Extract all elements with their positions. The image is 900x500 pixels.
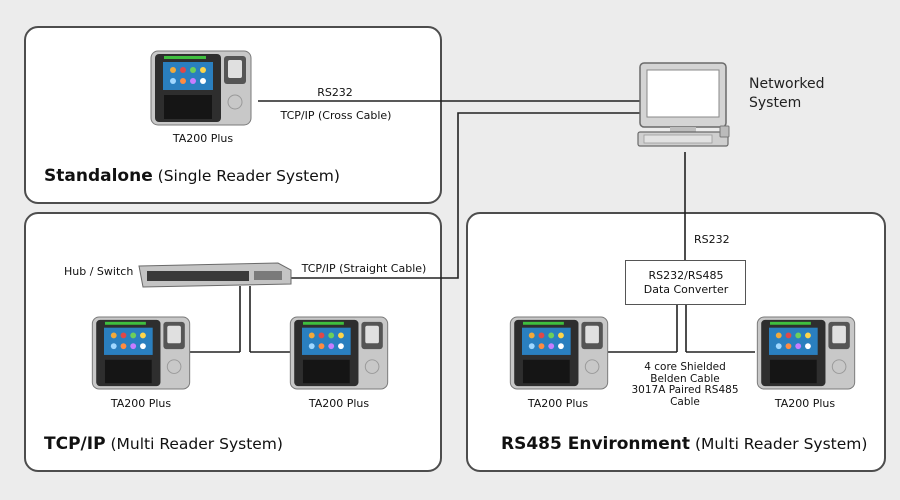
- tcpip-device-label-2: TA200 Plus: [308, 397, 370, 410]
- tcpip-link-wire: [290, 112, 640, 279]
- rs485-title: RS485 Environment (Multi Reader System): [501, 434, 868, 454]
- standalone-link-label-rs232: RS232: [317, 86, 353, 99]
- hub-switch-icon: [138, 262, 292, 288]
- tcpip-title: TCP/IP (Multi Reader System): [44, 434, 283, 454]
- fingerprint-reader-icon: [150, 50, 252, 126]
- fingerprint-reader-icon: [756, 316, 856, 390]
- rs485-cable-label: 4 core Shielded Belden Cable 3017A Paire…: [631, 361, 739, 408]
- rs485-device-label-1: TA200 Plus: [527, 397, 589, 410]
- fingerprint-reader-icon: [91, 316, 191, 390]
- rs485-device-label-2: TA200 Plus: [774, 397, 836, 410]
- standalone-title: Standalone (Single Reader System): [44, 166, 340, 186]
- rs485-link-label: RS232: [694, 233, 730, 246]
- fingerprint-reader-icon: [509, 316, 609, 390]
- fingerprint-reader-icon: [289, 316, 389, 390]
- computer-icon: [637, 62, 730, 147]
- standalone-device-label: TA200 Plus: [172, 132, 234, 145]
- standalone-link-label-tcpip: TCP/IP (Cross Cable): [280, 109, 392, 122]
- converter-label-line1: RS232/RS485: [648, 269, 724, 282]
- tcpip-device-label-1: TA200 Plus: [110, 397, 172, 410]
- hub-switch-label: Hub / Switch: [64, 265, 134, 278]
- networked-system-label: Networked System: [749, 76, 825, 111]
- tcpip-link-label: TCP/IP (Straight Cable): [301, 262, 427, 275]
- converter-label-line2: Data Converter: [643, 283, 729, 296]
- data-converter-box: RS232/RS485 Data Converter: [625, 260, 746, 305]
